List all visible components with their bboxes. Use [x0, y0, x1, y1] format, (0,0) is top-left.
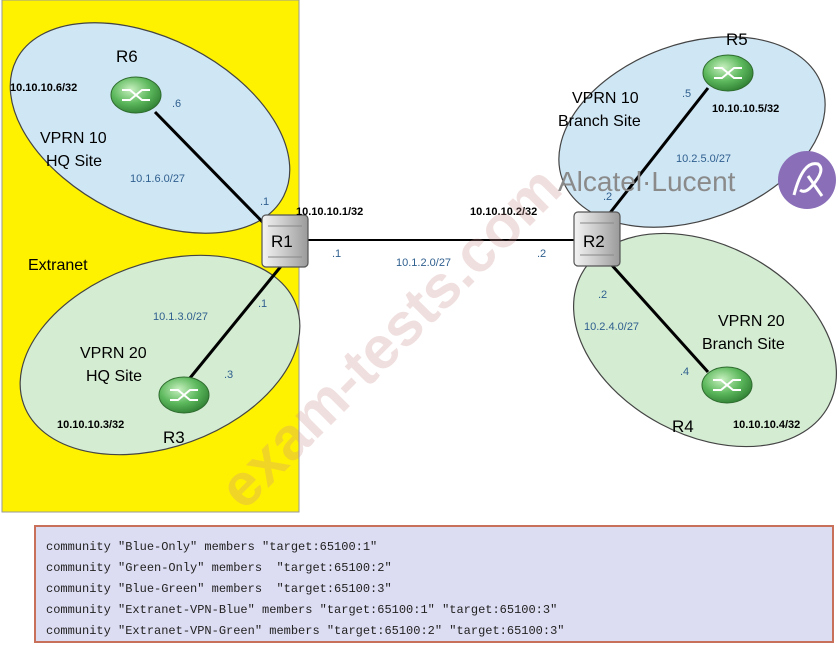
- alcatel-lucent-brand: Alcatel·Lucent: [558, 166, 736, 197]
- r5-name: R5: [726, 30, 748, 49]
- r6-name: R6: [116, 47, 138, 66]
- subnet-r2-r4: 10.2.4.0/27: [584, 321, 639, 333]
- r2-name: R2: [583, 232, 605, 251]
- if-r1-toward-r2: .1: [332, 248, 341, 260]
- link-r2-r5: [593, 87, 710, 233]
- link-r2-r4: [598, 250, 710, 374]
- r2-router-icon[interactable]: [573, 211, 621, 267]
- hq-vprn20-line1: VPRN 20: [80, 345, 147, 362]
- br-vprn20-line1: VPRN 20: [718, 313, 785, 330]
- hq-vprn10-line2: HQ Site: [46, 153, 102, 170]
- r4-system-ip: 10.10.10.4/32: [733, 419, 800, 431]
- network-diagram: R6 R1 R2 R3 R5 R4 10.10.10.6/32 10.10.10…: [1, 0, 838, 515]
- if-r2-toward-r1: .2: [537, 248, 546, 260]
- branch-vprn20-site-area: [572, 232, 838, 448]
- branch-vprn10-site-area: [558, 36, 826, 228]
- subnet-r2-r5: 10.2.5.0/27: [676, 153, 731, 165]
- br-vprn10-line2: Branch Site: [558, 113, 641, 130]
- r3-router-icon[interactable]: [158, 376, 210, 414]
- r1-name: R1: [271, 232, 293, 251]
- subnet-r1-r2: 10.1.2.0/27: [396, 257, 451, 269]
- r3-system-ip: 10.10.10.3/32: [57, 419, 124, 431]
- if-r4: .4: [680, 366, 689, 378]
- r6-system-ip: 10.10.10.6/32: [10, 82, 77, 94]
- r3-name: R3: [163, 428, 185, 447]
- if-r5: .5: [682, 88, 691, 100]
- br-vprn10-line1: VPRN 10: [572, 90, 639, 107]
- r4-router-icon[interactable]: [701, 366, 753, 404]
- config-line: community "Extranet-VPN-Green" members "…: [46, 624, 565, 638]
- if-r2-toward-r5: .2: [603, 191, 612, 203]
- if-r2-toward-r4: .2: [598, 289, 607, 301]
- if-r3: .3: [224, 369, 233, 381]
- hq-vprn20-site-area: [19, 254, 301, 456]
- link-r1-r3: [188, 264, 284, 379]
- r2-system-ip: 10.10.10.2/32: [470, 206, 537, 218]
- if-r1-toward-r3: .1: [258, 298, 267, 310]
- hq-vprn10-site-area: [9, 22, 291, 234]
- config-line: community "Green-Only" members "target:6…: [46, 561, 392, 575]
- r4-name: R4: [672, 417, 694, 436]
- subnet-r1-r6: 10.1.6.0/27: [130, 173, 185, 185]
- r1-router-icon[interactable]: [261, 214, 309, 268]
- community-config-box: community "Blue-Only" members "target:65…: [34, 525, 834, 643]
- r5-router-icon[interactable]: [702, 54, 754, 92]
- alcatel-lucent-logo-icon: [778, 151, 836, 209]
- r5-system-ip: 10.10.10.5/32: [712, 103, 779, 115]
- extranet-label: Extranet: [28, 257, 88, 274]
- r1-system-ip: 10.10.10.1/32: [296, 206, 363, 218]
- hq-vprn10-line1: VPRN 10: [40, 130, 107, 147]
- br-vprn20-line2: Branch Site: [702, 336, 785, 353]
- hq-vprn20-line2: HQ Site: [86, 368, 142, 385]
- if-r6: .6: [172, 98, 181, 110]
- config-line: community "Extranet-VPN-Blue" members "t…: [46, 603, 558, 617]
- subnet-r1-r3: 10.1.3.0/27: [153, 311, 208, 323]
- config-line: community "Blue-Green" members "target:6…: [46, 582, 392, 596]
- r6-router-icon[interactable]: [110, 76, 162, 114]
- config-line: community "Blue-Only" members "target:65…: [46, 540, 378, 554]
- if-r1-toward-r6: .1: [260, 196, 269, 208]
